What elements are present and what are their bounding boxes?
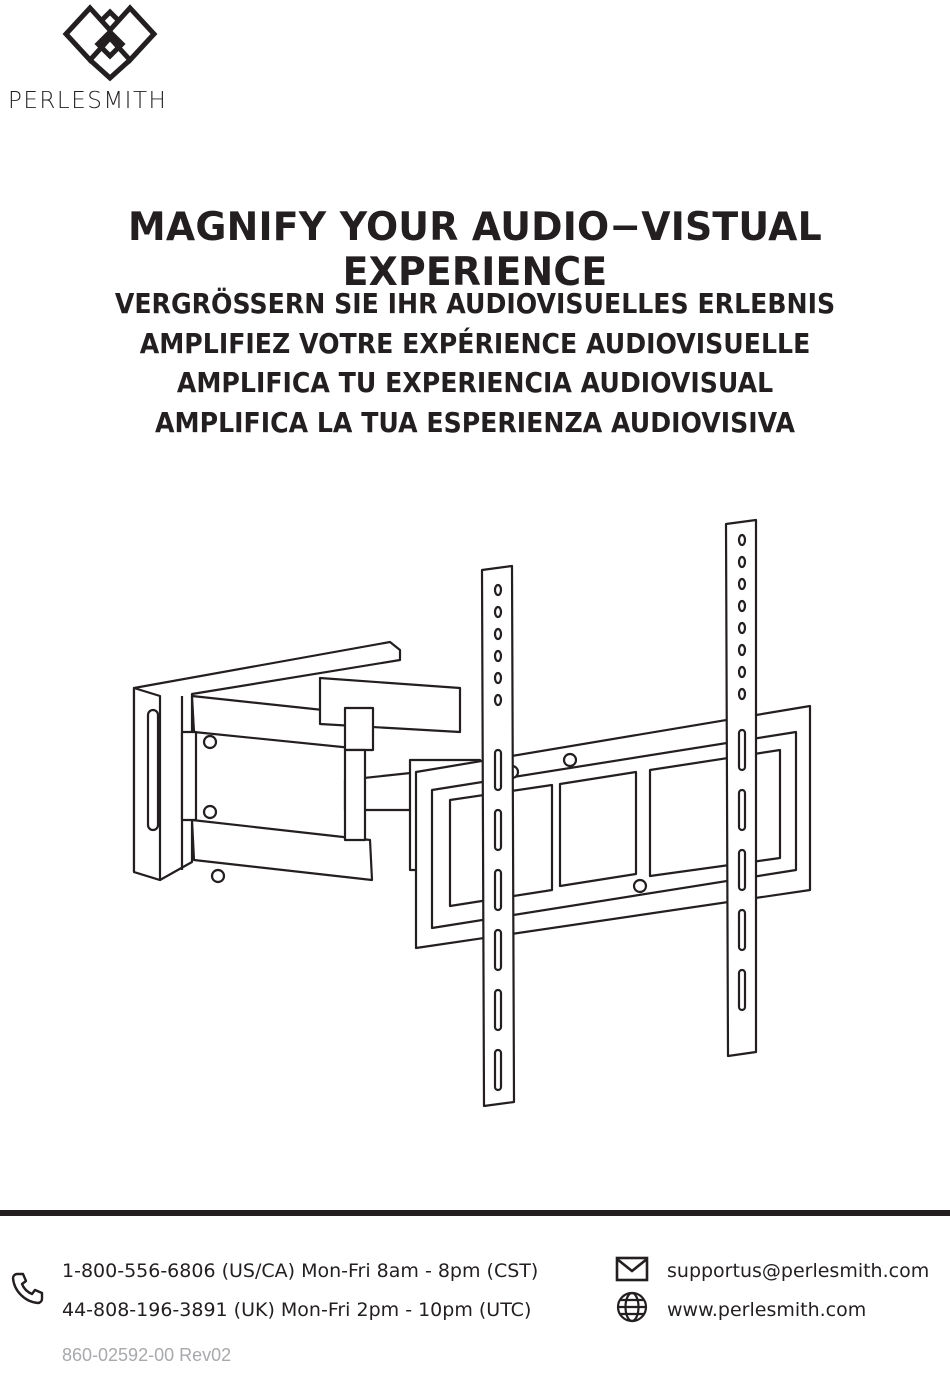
brand-logo: PERLESMITH <box>8 0 208 120</box>
phone-numbers: 1-800-556-6806 (US/CA) Mon-Fri 8am - 8pm… <box>62 1252 538 1330</box>
globe-icon[interactable] <box>615 1290 649 1324</box>
subtitle-spanish: AMPLIFICA TU EXPERIENCIA AUDIOVISUAL <box>176 366 774 399</box>
subtitle-italian: AMPLIFICA LA TUA ESPERIENZA AUDIOVISIVA <box>155 405 795 439</box>
translated-subtitles: VERGRÖSSERN SIE IHR AUDIOVISUELLES ERLEB… <box>0 284 950 442</box>
tv-mount-illustration <box>132 518 812 1108</box>
logo-mark-icon <box>62 4 158 82</box>
right-vertical-rail <box>724 518 758 1058</box>
mail-icon[interactable] <box>615 1256 649 1282</box>
left-vertical-rail <box>480 564 516 1108</box>
part-number: 860-02592-00 Rev02 <box>62 1345 232 1365</box>
phone-us[interactable]: 1-800-556-6806 (US/CA) Mon-Fri 8am - 8pm… <box>62 1260 539 1282</box>
online-contact: supportus@perlesmith.com www.perlesmith.… <box>667 1252 929 1330</box>
phone-uk[interactable]: 44-808-196-3891 (UK) Mon-Fri 2pm - 10pm … <box>62 1299 532 1321</box>
lower-arm <box>190 818 374 882</box>
page-title: MAGNIFY YOUR AUDIO−VISTUAL EXPERIENCE <box>128 205 822 295</box>
brand-name: PERLESMITH <box>8 88 168 114</box>
subtitle-french: AMPLIFIEZ VOTRE EXPÉRIENCE AUDIOVISUELLE <box>139 326 811 360</box>
footer-divider <box>0 1210 950 1216</box>
website-link[interactable]: www.perlesmith.com <box>667 1299 867 1321</box>
phone-icon <box>11 1272 44 1305</box>
email-link[interactable]: supportus@perlesmith.com <box>667 1260 930 1282</box>
subtitle-german: VERGRÖSSERN SIE IHR AUDIOVISUELLES ERLEB… <box>114 287 836 320</box>
